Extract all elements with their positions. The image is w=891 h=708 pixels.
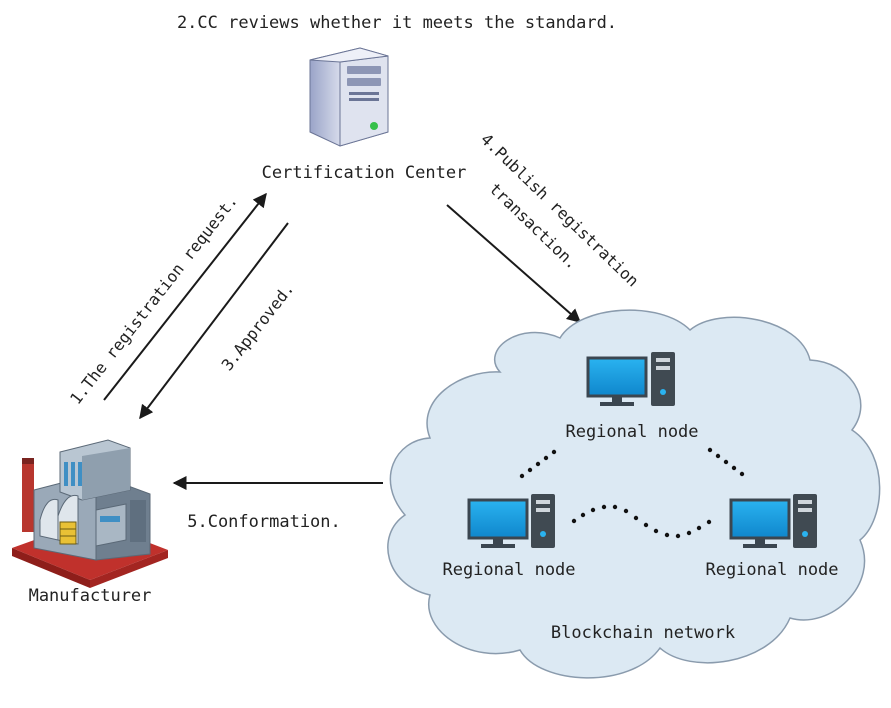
desktop-computer-icon — [586, 352, 675, 406]
certification-center-label: Certification Center — [262, 163, 467, 183]
arrow-approved — [139, 222, 289, 420]
manufacturer-label: Manufacturer — [29, 586, 152, 606]
step3-label: 3.Approved. — [218, 279, 298, 374]
step4-label-line1: 4.Publish registration — [477, 130, 643, 291]
step1-label: 1.The registration request. — [66, 191, 241, 408]
factory-icon — [12, 439, 168, 588]
blockchain-cloud — [387, 309, 881, 679]
server-icon — [309, 47, 389, 147]
blockchain-network-label: Blockchain network — [551, 623, 735, 643]
regional-node-label-top: Regional node — [565, 422, 698, 442]
diagram-title: 2.CC reviews whether it meets the standa… — [177, 13, 617, 33]
regional-node-label-right: Regional node — [705, 560, 838, 580]
desktop-computer-icon — [729, 494, 817, 548]
desktop-computer-icon — [467, 494, 555, 548]
node-connection-dots — [519, 447, 745, 539]
arrow-registration-request — [103, 192, 267, 401]
step5-label: 5.Conformation. — [187, 512, 341, 532]
regional-node-label-left: Regional node — [442, 560, 575, 580]
arrow-publish-transaction — [446, 204, 582, 323]
